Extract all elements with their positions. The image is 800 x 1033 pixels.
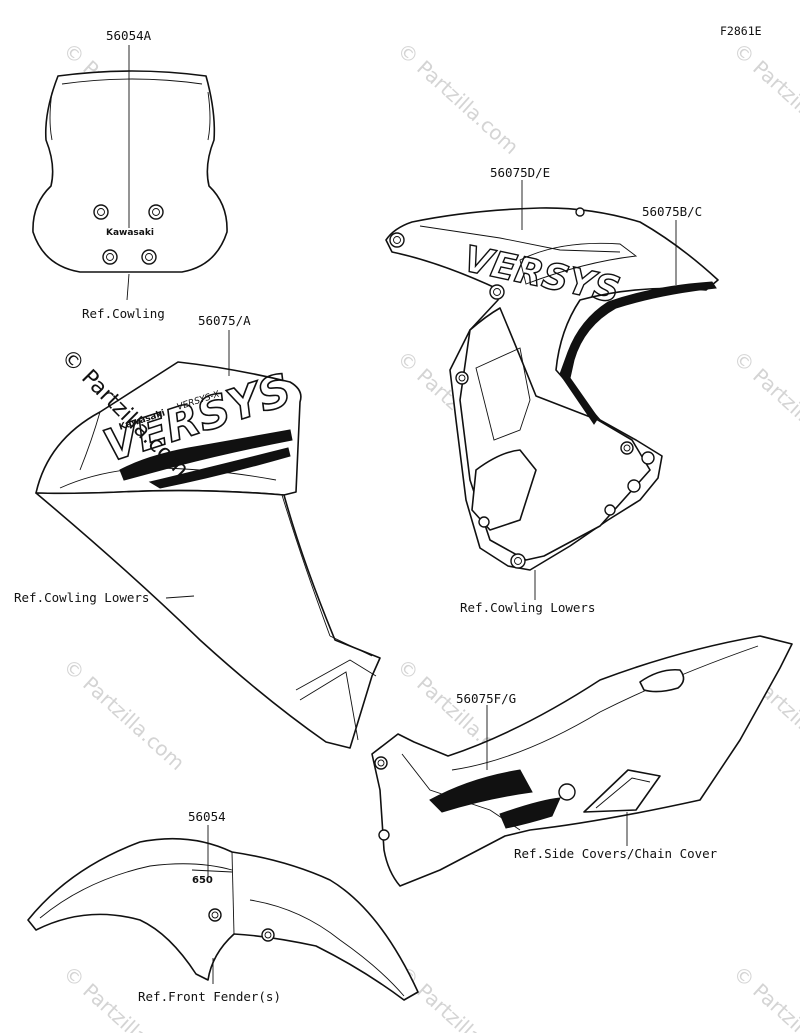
right-cowling-part: VERSYS (385, 207, 719, 571)
callout-ref-cowling-lowers-right: Ref.Cowling Lowers (460, 600, 595, 615)
watermark: © Partzilla.com (393, 961, 524, 1033)
windshield-brand-decal: Kawasaki (106, 228, 154, 238)
callout-56054: 56054 (188, 809, 226, 824)
watermark: © Partzilla.com (729, 961, 800, 1033)
watermark: © Partzilla.com (729, 38, 800, 159)
watermark: © Partzilla.com (393, 38, 524, 159)
callout-56075-A: 56075/A (198, 313, 251, 328)
fender-badge-decal: 650 (192, 875, 213, 886)
callout-56075B-C: 56075B/C (642, 204, 702, 219)
callout-56075D-E: 56075D/E (490, 165, 550, 180)
callout-ref-cowling-lowers-left: Ref.Cowling Lowers (14, 590, 149, 605)
front-fender-part: 650 (27, 837, 419, 1001)
callout-ref-front-fender: Ref.Front Fender(s) (138, 989, 281, 1004)
callout-56054A: 56054A (106, 28, 152, 43)
callout-ref-cowling: Ref.Cowling (82, 306, 165, 321)
watermark: © Partzilla.com (59, 654, 190, 775)
figure-code: F2861E (720, 24, 762, 38)
callout-ref-side-covers: Ref.Side Covers/Chain Cover (514, 846, 718, 861)
callout-56075F-G: 56075F/G (456, 691, 516, 706)
watermark: © Partzilla.com (729, 346, 800, 467)
side-cover-part (371, 635, 793, 887)
windshield-part: Kawasaki (32, 70, 228, 273)
left-cowling-part: VERSYS Kawasaki VERSYS-X (35, 361, 381, 749)
